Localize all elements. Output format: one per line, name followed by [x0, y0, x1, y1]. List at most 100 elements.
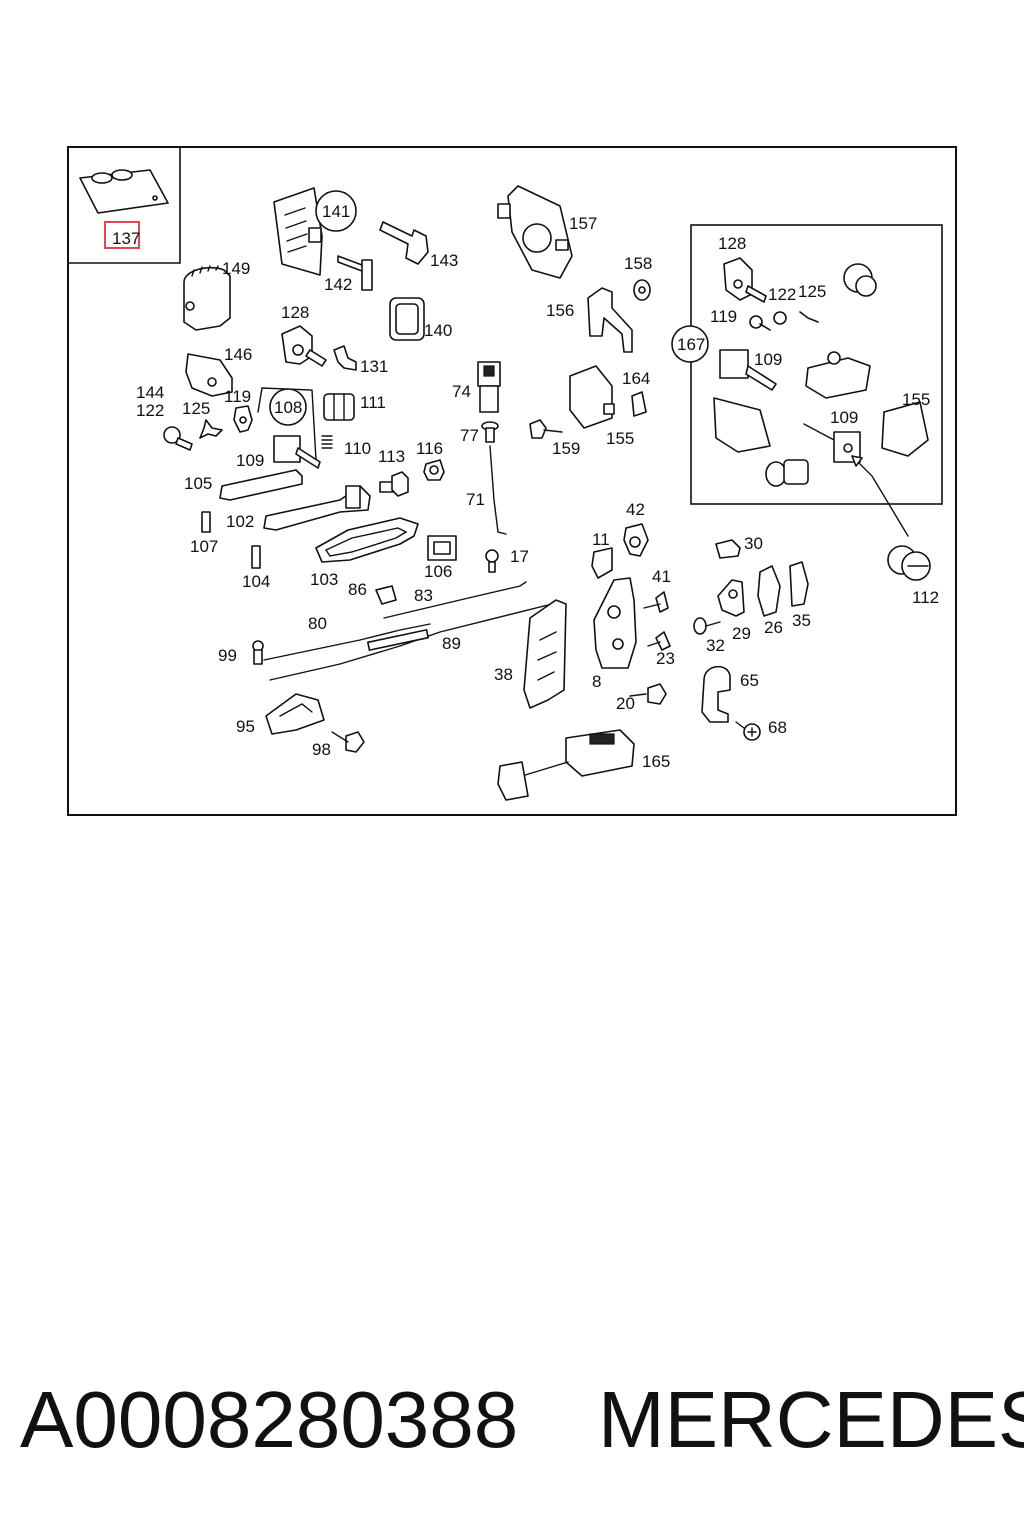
- callout-label-23: 23: [656, 649, 675, 668]
- callout-137-highlight: [104, 221, 140, 249]
- callout-label-17: 17: [510, 547, 529, 566]
- part-86-clip: [375, 585, 397, 605]
- callout-label-116: 116: [416, 439, 443, 458]
- part-11-clip: [591, 547, 613, 579]
- part-35-shim: [789, 561, 809, 607]
- callout-label-146: 146: [224, 345, 252, 364]
- callout-label-164: 164: [622, 369, 650, 388]
- callout-labels: 137 141 143 142 157 158 156 149 128 140 …: [112, 202, 939, 771]
- callout-label-95: 95: [236, 717, 255, 736]
- part-68-screw: [735, 721, 761, 741]
- callout-label-128: 128: [281, 303, 309, 322]
- part-156-bracket: [587, 287, 633, 353]
- callout-label-89: 89: [442, 634, 461, 653]
- callout-label-125: 125: [182, 399, 210, 418]
- callout-label-108: 108: [274, 398, 302, 417]
- part-42-ring: [623, 523, 649, 557]
- callout-label-109: 109: [236, 451, 264, 470]
- callout-label-113: 113: [378, 447, 405, 466]
- callout-label-35: 35: [792, 611, 811, 630]
- part-122-key: [163, 426, 193, 451]
- inset-arrow: [851, 455, 909, 537]
- diagram-frame: [67, 146, 957, 816]
- callout-label-109-inset-a: 109: [754, 350, 782, 369]
- callout-label-20: 20: [616, 694, 635, 713]
- callout-label-26: 26: [764, 618, 783, 637]
- callout-108-circle: [269, 388, 307, 426]
- part-167-lock-barrel: [805, 351, 871, 399]
- part-167-125-gear: [843, 263, 877, 297]
- callout-label-104: 104: [242, 572, 270, 591]
- callout-label-42: 42: [626, 500, 645, 519]
- part-146-plate: [185, 353, 233, 397]
- inset-frame-167: [690, 224, 943, 505]
- part-128-cylinder: [281, 325, 327, 367]
- callout-label-122-inset: 122: [768, 285, 796, 304]
- part-8-lock: [593, 577, 637, 669]
- callout-label-131: 131: [360, 357, 388, 376]
- part-158-nut: [633, 279, 651, 301]
- part-32-screw: [693, 617, 721, 635]
- callout-label-122: 122: [136, 401, 164, 420]
- callout-label-125-inset: 125: [798, 282, 826, 301]
- part-23-screw: [647, 631, 671, 651]
- callout-label-106: 106: [424, 562, 452, 581]
- callout-label-71: 71: [466, 490, 485, 509]
- callout-label-11: 11: [592, 530, 610, 549]
- part-167-122-key: [749, 311, 819, 331]
- callout-label-74: 74: [452, 382, 471, 401]
- callout-label-107: 107: [190, 537, 218, 556]
- callout-label-41: 41: [652, 567, 671, 586]
- callout-label-128-inset: 128: [718, 234, 746, 253]
- callout-label-105: 105: [184, 474, 212, 493]
- part-30-pad: [715, 539, 741, 559]
- part-89-cable: [269, 601, 561, 681]
- callout-label-155-inset: 155: [902, 390, 930, 409]
- part-140-gasket: [389, 297, 425, 341]
- callout-label-68: 68: [768, 718, 787, 737]
- part-74-guide: [477, 361, 501, 413]
- part-164-clip: [631, 391, 647, 417]
- callout-label-29: 29: [732, 624, 751, 643]
- part-155-module: [569, 365, 615, 429]
- part-113-bolt: [379, 471, 409, 497]
- callout-label-167: 167: [677, 335, 705, 354]
- part-38-panel: [523, 599, 567, 709]
- part-131-clip: [333, 345, 357, 371]
- callout-label-112: 112: [912, 588, 939, 607]
- part-167-155-module: [881, 401, 929, 457]
- part-167-109-actuator: [719, 349, 777, 391]
- callout-label-119: 119: [224, 387, 251, 406]
- callout-label-165: 165: [642, 752, 670, 771]
- part-167-cylinder-core: [765, 459, 809, 487]
- part-number: A0008280388: [20, 1375, 519, 1464]
- callout-label-111: 111: [360, 393, 386, 412]
- callout-label-141: 141: [322, 202, 350, 221]
- part-167-cover: [713, 397, 771, 453]
- part-106-bumper: [427, 535, 457, 561]
- callout-label-142: 142: [324, 275, 352, 294]
- part-110-spring: [321, 435, 333, 449]
- callout-label-156: 156: [546, 301, 574, 320]
- part-141-lock-plate: [273, 187, 373, 291]
- part-149-cover: [183, 265, 231, 331]
- callout-label-158: 158: [624, 254, 652, 273]
- callout-label-32: 32: [706, 636, 725, 655]
- callout-label-109-inset-b: 109: [830, 408, 858, 427]
- part-17-clip: [485, 549, 499, 573]
- callout-label-119-inset: 119: [710, 307, 737, 326]
- part-80-cable: [263, 623, 431, 661]
- part-165-actuator: [497, 729, 635, 801]
- callout-167-circle: [671, 325, 709, 363]
- part-137-pad: [79, 169, 169, 214]
- callout-label-137: 137: [112, 229, 140, 248]
- brand-name: MERCEDES: [598, 1375, 1024, 1464]
- part-26-plate: [757, 565, 781, 617]
- callout-label-159: 159: [552, 439, 580, 458]
- part-109-actuator: [273, 435, 321, 469]
- part-104-pin: [251, 545, 261, 569]
- part-116-nut: [423, 459, 445, 481]
- callout-label-99: 99: [218, 646, 237, 665]
- callout-label-157: 157: [569, 214, 597, 233]
